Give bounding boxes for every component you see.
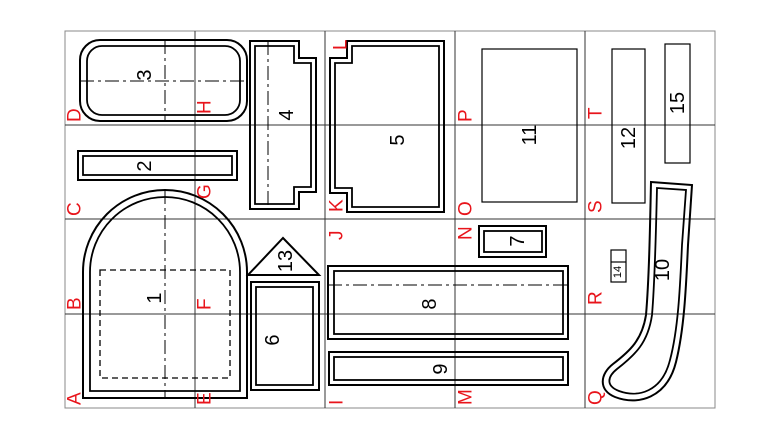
pattern-piece-6: 6 xyxy=(250,281,320,391)
pattern-piece-2: 2 xyxy=(77,150,238,181)
grid-letter: O xyxy=(456,201,477,216)
piece-number: 9 xyxy=(430,363,452,374)
grid-letter: C xyxy=(65,202,86,216)
pattern-piece-3: 3 xyxy=(79,39,248,122)
grid-letter: H xyxy=(195,100,216,114)
piece-number: 2 xyxy=(134,160,156,171)
grid-letter: D xyxy=(65,108,86,122)
grid-letter: G xyxy=(195,184,216,199)
pattern-piece-7: 7 xyxy=(478,225,547,258)
pattern-piece-5: 5 xyxy=(329,40,445,213)
piece-number: 5 xyxy=(387,134,409,145)
piece-number: 3 xyxy=(134,69,156,80)
piece-number: 10 xyxy=(652,259,674,281)
pattern-piece-4: 4 xyxy=(249,40,317,210)
pattern-piece-1: 1 xyxy=(82,189,248,399)
grid-letter: F xyxy=(195,298,216,310)
grid-letter: S xyxy=(586,200,607,213)
pattern-piece-14: 14 xyxy=(610,249,627,283)
piece-number: 4 xyxy=(276,109,298,120)
grid-letter: A xyxy=(65,392,86,405)
pattern-piece-8: 8 xyxy=(327,265,569,340)
grid-letter: K xyxy=(327,199,348,212)
piece-number: 6 xyxy=(262,334,284,345)
pattern-piece-12: 12 xyxy=(611,48,646,204)
grid-letter: E xyxy=(195,392,216,405)
piece-number: 12 xyxy=(618,127,640,149)
grid-letter: M xyxy=(456,389,477,405)
pattern-piece-11: 11 xyxy=(481,48,578,203)
grid-letter: B xyxy=(65,297,86,310)
page-grid xyxy=(64,30,716,409)
grid-letter: I xyxy=(327,400,348,405)
piece-number: 8 xyxy=(419,298,441,309)
grid-letter: N xyxy=(456,226,477,240)
piece-number: 13 xyxy=(275,250,297,272)
pattern-piece-15: 15 xyxy=(664,43,691,164)
piece-number: 11 xyxy=(519,125,541,146)
grid-letter: T xyxy=(586,107,607,119)
pattern-piece-10: 10 xyxy=(601,180,694,402)
grid-letter: Q xyxy=(586,390,607,405)
grid-letter: R xyxy=(586,291,607,305)
piece-number: 15 xyxy=(667,92,689,114)
piece-number: 7 xyxy=(507,235,529,246)
pattern-piece-9: 9 xyxy=(328,351,569,386)
piece-number: 14 xyxy=(612,266,624,278)
piece-number: 1 xyxy=(144,292,166,303)
pattern-piece-13: 13 xyxy=(245,236,322,276)
grid-letter: P xyxy=(456,109,477,122)
grid-letter: L xyxy=(331,39,352,50)
grid-letter: J xyxy=(327,231,348,241)
grid-letters: A B C D E F G H I J K L M N O P Q R S T xyxy=(65,39,607,405)
